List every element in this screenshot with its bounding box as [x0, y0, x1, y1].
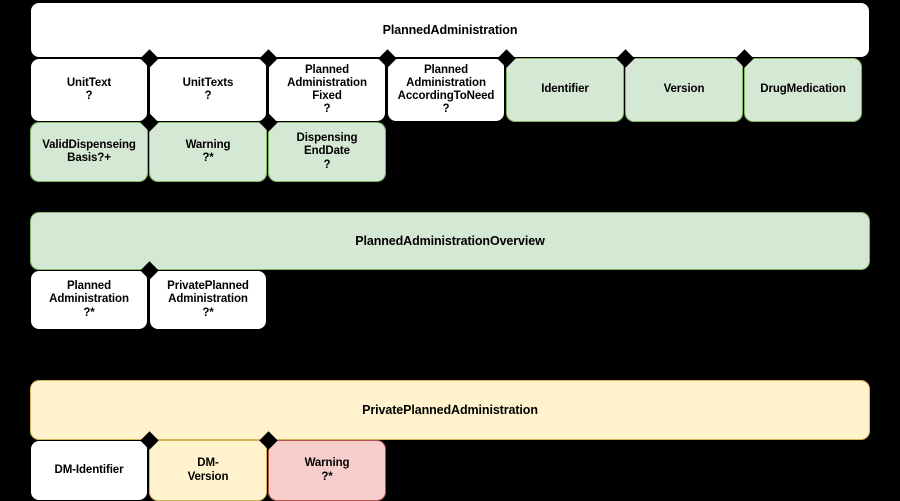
attribute-label: Warning?* — [304, 457, 350, 483]
attribute-box[interactable]: Version — [625, 58, 743, 122]
attribute-label: Version — [663, 83, 705, 96]
attribute-label: UnitText? — [66, 76, 112, 102]
attribute-label: Warning?* — [185, 138, 231, 164]
attribute-label: DM-Identifier — [54, 463, 124, 476]
attribute-label: UnitTexts? — [182, 76, 234, 102]
attribute-box[interactable]: DM-Version — [149, 440, 267, 501]
attribute-label: Identifier — [541, 83, 589, 96]
entity-header-planned-administration-overview: PlannedAdministrationOverview — [30, 212, 870, 270]
entity-header-private-planned-administration: PrivatePlannedAdministration — [30, 380, 870, 440]
entity-header-planned-administration: PlannedAdministration — [30, 2, 870, 58]
attribute-box[interactable]: DrugMedication — [744, 58, 862, 122]
attribute-box[interactable]: Warning?* — [268, 440, 386, 501]
attribute-box[interactable]: Warning?* — [149, 122, 267, 182]
attribute-box[interactable]: DM-Identifier — [30, 440, 148, 501]
attribute-box[interactable]: UnitTexts? — [149, 58, 267, 122]
attribute-box[interactable]: Identifier — [506, 58, 624, 122]
attribute-label: DrugMedication — [760, 83, 846, 96]
attribute-label: DM-Version — [187, 457, 229, 483]
attribute-box[interactable]: UnitText? — [30, 58, 148, 122]
